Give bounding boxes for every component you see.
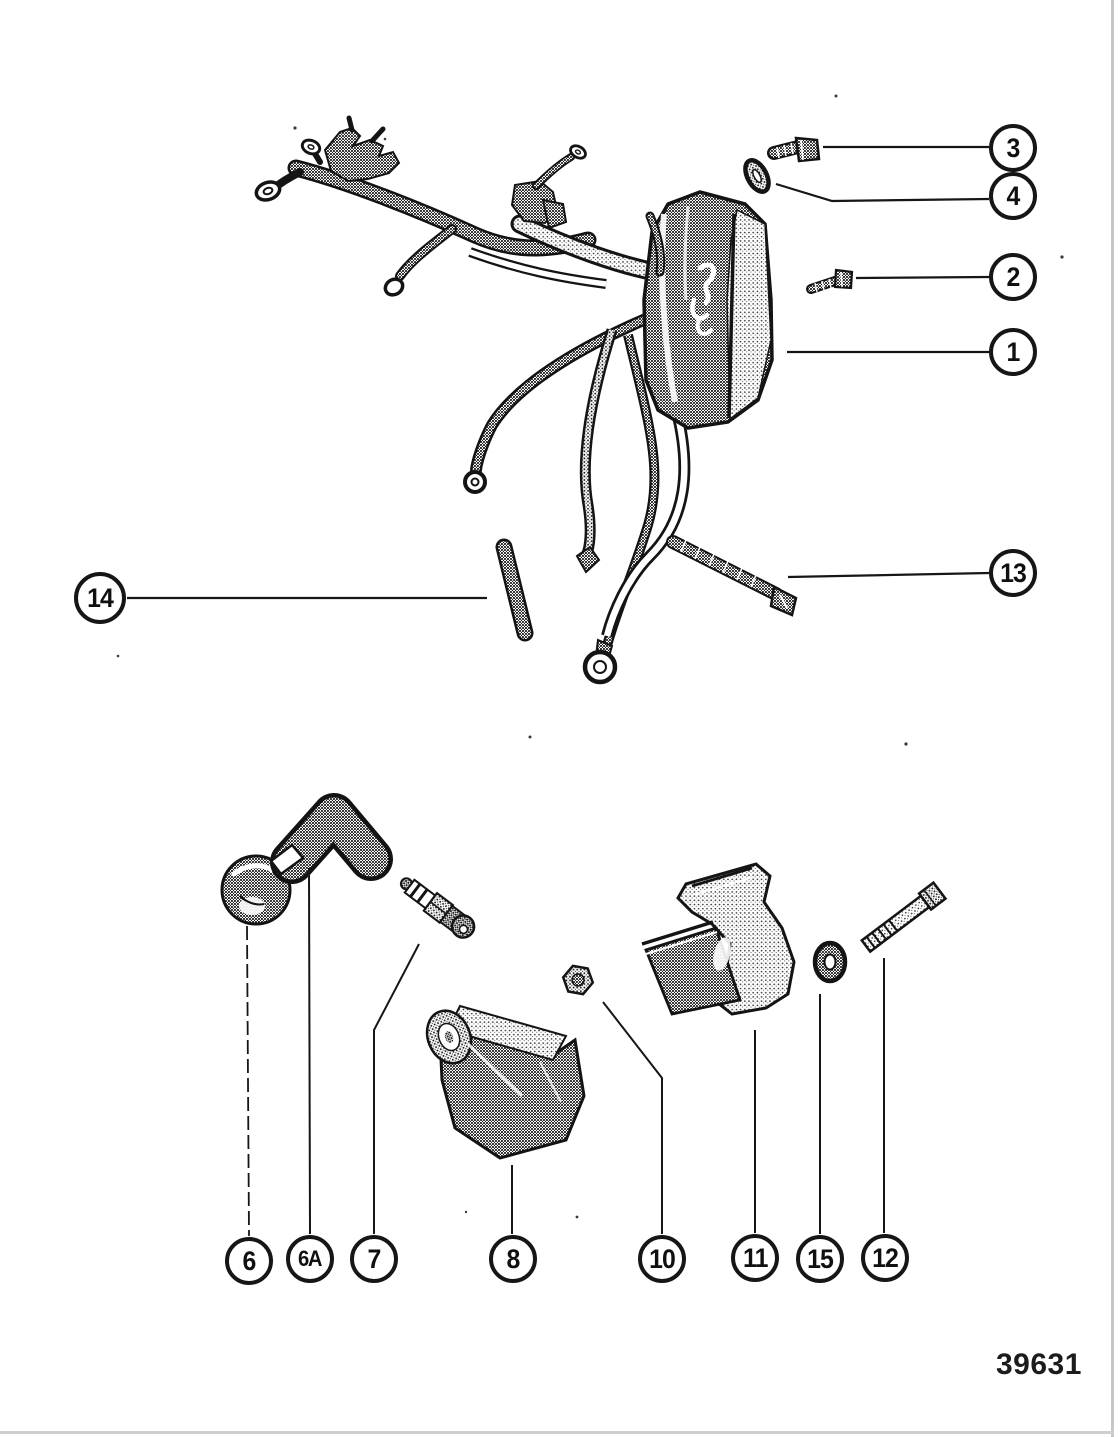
callout-15-label: 15: [807, 1243, 834, 1274]
leader-2: [855, 275, 990, 280]
spark-plug-boot-illustration-6a: [269, 793, 393, 884]
callout-7[interactable]: 7: [350, 1235, 398, 1283]
screw-illustration-13: [666, 535, 798, 617]
callout-1-label: 1: [1006, 336, 1021, 367]
page-edge-bottom: [0, 1431, 1114, 1434]
nut-illustration-10: [561, 964, 595, 996]
leader-lines: [127, 145, 990, 1237]
callout-8-label: 8: [506, 1243, 521, 1274]
callout-2-label: 2: [1006, 261, 1021, 292]
washer-illustration-15: [812, 940, 848, 984]
callout-3[interactable]: 3: [989, 124, 1037, 172]
ignition-coil-illustration-8: [425, 1004, 586, 1160]
screw-illustration-2: [806, 268, 854, 294]
washer-illustration-4: [743, 158, 771, 194]
callout-12[interactable]: 12: [861, 1234, 909, 1282]
callout-13[interactable]: 13: [989, 549, 1037, 597]
bolt-illustration-3: [767, 136, 821, 163]
spark-plug-illustration-7: [399, 877, 476, 939]
callout-2[interactable]: 2: [989, 253, 1037, 301]
switch-box-illustration: [642, 190, 774, 430]
bracket-illustration-11: [641, 862, 796, 1016]
leader-6: [246, 925, 250, 1237]
leader-13: [787, 571, 990, 579]
callout-6-label: 6: [242, 1245, 257, 1276]
callout-6a[interactable]: 6A: [286, 1235, 334, 1283]
callout-1[interactable]: 1: [989, 328, 1037, 376]
wiring-harness-illustration: [254, 115, 691, 685]
leader-7: [373, 943, 420, 1234]
callout-14-label: 14: [87, 582, 114, 613]
bolt-illustration-12: [860, 880, 948, 954]
callout-3-label: 3: [1006, 132, 1021, 163]
figure-number: 39631: [996, 1348, 1082, 1381]
callout-10-label: 10: [649, 1243, 676, 1274]
callout-13-label: 13: [1000, 557, 1027, 588]
callout-8[interactable]: 8: [489, 1235, 537, 1283]
paper-specks: [116, 94, 1064, 1219]
callout-12-label: 12: [872, 1242, 899, 1273]
callout-15[interactable]: 15: [796, 1235, 844, 1283]
callout-14[interactable]: 14: [74, 572, 126, 624]
leader-6a: [308, 867, 311, 1235]
callout-7-label: 7: [367, 1243, 382, 1274]
callout-4-label: 4: [1006, 180, 1021, 211]
leader-10: [602, 1001, 663, 1234]
callout-10[interactable]: 10: [638, 1235, 686, 1283]
callout-4[interactable]: 4: [989, 172, 1037, 220]
leader-4: [775, 182, 990, 203]
sleeve-illustration-14: [495, 538, 534, 642]
callout-11[interactable]: 11: [731, 1234, 779, 1282]
callout-6[interactable]: 6: [225, 1237, 273, 1285]
callout-11-label: 11: [742, 1242, 768, 1273]
page-edge-right: [1111, 0, 1114, 1437]
callout-6a-label: 6A: [298, 1246, 323, 1271]
